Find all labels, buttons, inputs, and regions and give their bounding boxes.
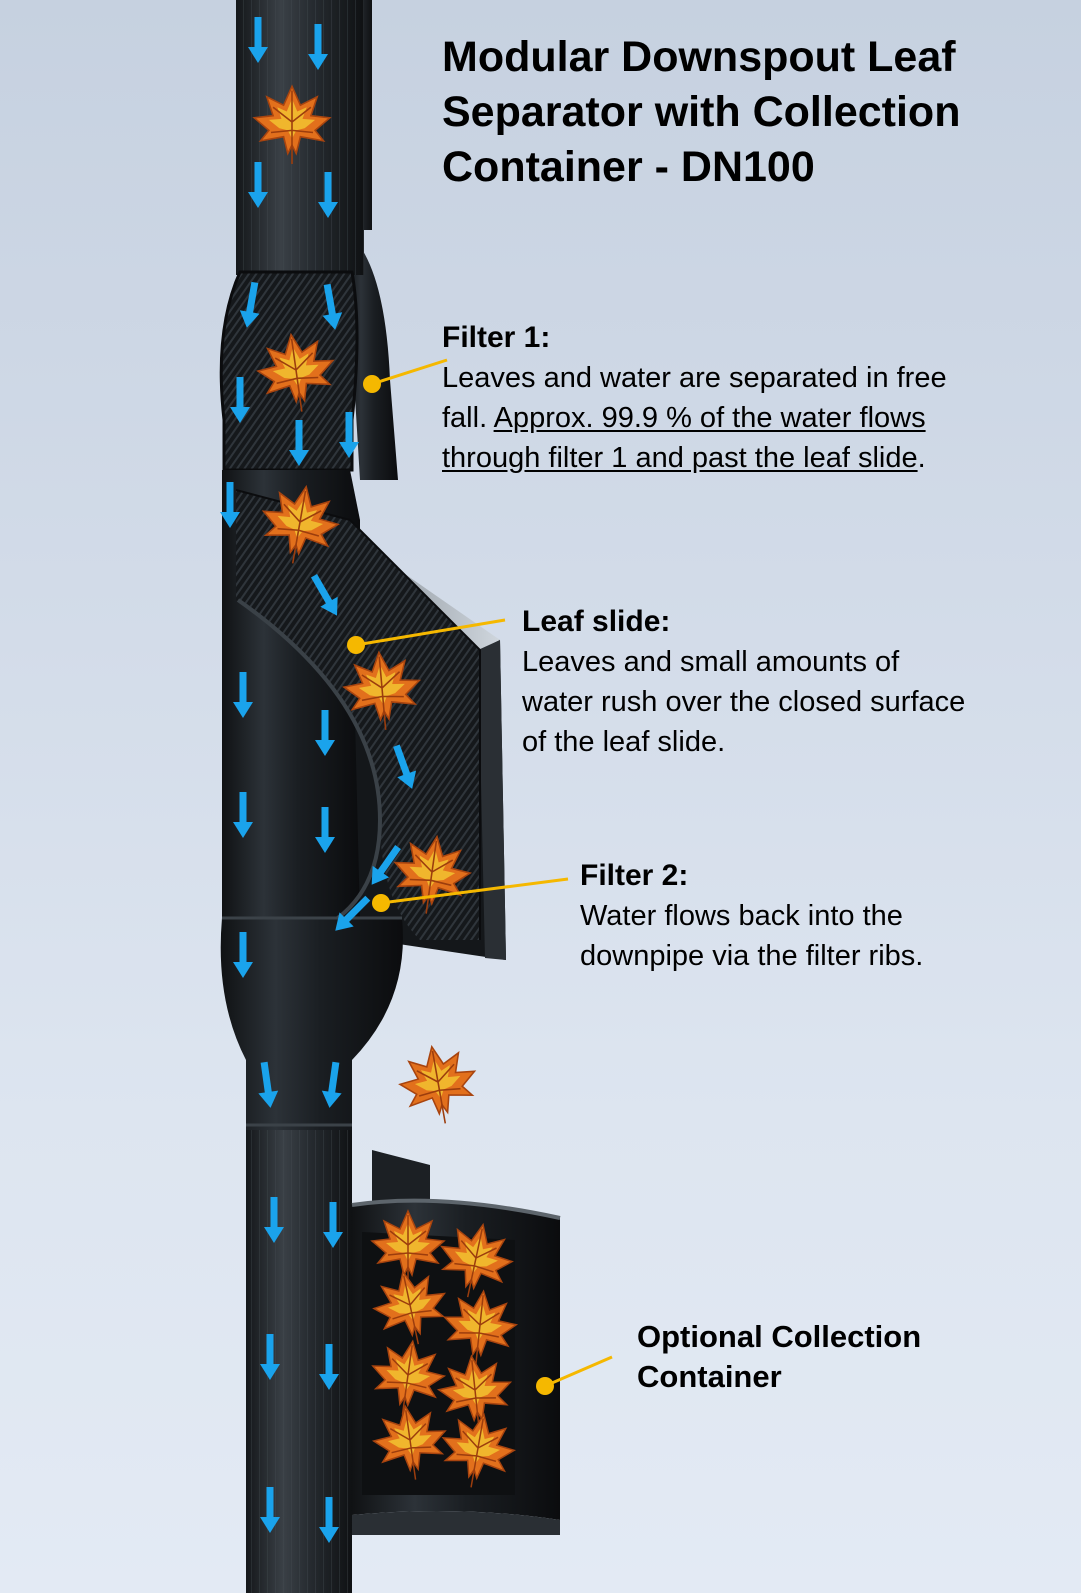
callout-text-line: Leaves and small amounts of — [522, 646, 900, 678]
callout-heading: Filter 1: — [442, 321, 551, 354]
callout-text-line: of the leaf slide. — [522, 726, 726, 758]
callout-collection-container: Optional Collection Container — [637, 1317, 1057, 1397]
callout-heading: Leaf slide: — [522, 605, 671, 638]
callout-text-line: Water flows back into the — [580, 900, 903, 932]
callout-text-line: Leaves and water are separated in free — [442, 362, 947, 394]
callout-heading: Filter 2: — [580, 859, 689, 892]
page-title: Modular Downspout Leaf Separator with Co… — [442, 30, 1062, 195]
title-line: Modular Downspout Leaf — [442, 33, 956, 81]
callout-leaf-slide-pointer — [347, 618, 506, 654]
callout-underlined-text: Approx. 99.9 % of the water flows — [493, 402, 926, 434]
callout-heading: Optional Collection — [637, 1319, 922, 1354]
title-line: Separator with Collection — [442, 88, 961, 136]
container-bracket — [372, 1150, 430, 1205]
callout-text: fall. — [442, 402, 494, 434]
rear-bulge — [345, 230, 398, 480]
callout-filter-2: Filter 2: Water flows back into the down… — [580, 856, 1060, 976]
callout-underlined-text: through filter 1 and past the leaf slide — [442, 442, 918, 474]
callout-container-pointer — [536, 1355, 613, 1395]
callout-filter-1: Filter 1: Leaves and water are separated… — [442, 318, 1062, 478]
callout-text-line: downpipe via the filter ribs. — [580, 940, 924, 972]
callout-filter-2-pointer — [372, 877, 569, 912]
leaf-slide — [236, 490, 480, 940]
lower-reducer — [220, 918, 403, 1130]
callout-text: . — [917, 442, 926, 474]
callout-leaf-slide: Leaf slide: Leaves and small amounts of … — [522, 602, 1062, 762]
callout-filter-1-pointer — [363, 358, 448, 393]
callout-heading: Container — [637, 1359, 782, 1394]
callout-text-line: water rush over the closed surface — [522, 686, 966, 718]
title-line: Container - DN100 — [442, 143, 815, 191]
